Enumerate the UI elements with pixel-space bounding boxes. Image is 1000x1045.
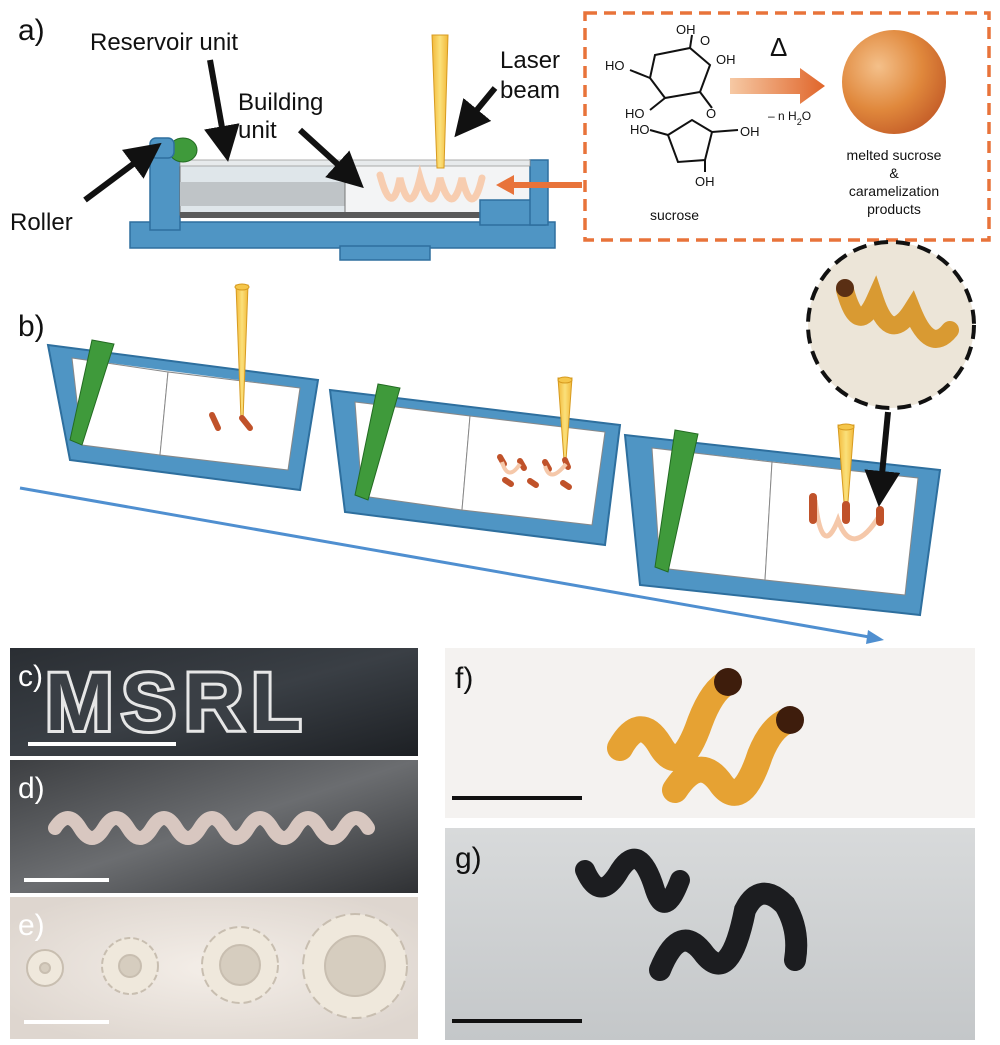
burnt-tip-2 (776, 706, 804, 734)
svg-text:products: products (867, 201, 921, 217)
panel-b: b) (18, 240, 976, 644)
building-unit-label-2: unit (238, 117, 277, 144)
panel-c-label: c) (18, 660, 43, 693)
panel-e: e) (10, 897, 418, 1039)
svg-text:OH: OH (676, 22, 696, 37)
svg-text:melted sucrose: melted sucrose (847, 147, 942, 163)
scale-bar-c (28, 742, 176, 746)
inset-arrow-head (496, 175, 514, 195)
burnt-tip-1 (714, 668, 742, 696)
svg-text:HO: HO (630, 122, 650, 137)
sucrose-labels: OH OH HO HO O O HO OH OH (605, 22, 760, 189)
reactant-label: sucrose (650, 207, 699, 223)
caramel-spring-1 (607, 669, 741, 772)
scale-bar-d (24, 878, 109, 882)
product-label: melted sucrose & caramelization products (847, 147, 942, 217)
timeline-arrow (19, 486, 876, 640)
panel-g-label: g) (455, 842, 482, 875)
scale-bar-f (452, 796, 582, 800)
svg-text:OH: OH (716, 52, 736, 67)
photo-g (445, 828, 975, 1040)
laser-beam-label-1: Laser (500, 47, 560, 74)
reservoir-unit-label: Reservoir unit (90, 29, 238, 56)
right-wall (529, 159, 549, 226)
svg-text:caramelization: caramelization (849, 183, 939, 199)
panel-g: g) (445, 828, 975, 1040)
printer-step-3 (623, 423, 942, 617)
panel-a: a) Reservoir unit Building unit Laser be… (10, 11, 991, 261)
svg-text:HO: HO (625, 106, 645, 121)
panel-a-label: a) (18, 14, 45, 47)
panel-f-label: f) (455, 662, 473, 695)
laser-beam-label-2: beam (500, 77, 560, 104)
reaction-arrow (730, 68, 825, 104)
svg-text:O: O (706, 106, 716, 121)
reaction-inset (583, 11, 991, 242)
printer-base (129, 221, 556, 249)
reservoir-arrow (204, 59, 240, 162)
left-wall (149, 149, 181, 231)
roller-arrow (83, 142, 162, 203)
panel-d: d) (10, 760, 418, 893)
printer-step-1 (46, 283, 320, 492)
caramel-spring-2 (662, 707, 803, 806)
svg-text:O: O (700, 33, 710, 48)
timeline-arrow-head (866, 630, 884, 644)
zoom-pointer-arrow (864, 411, 901, 507)
roller-label: Roller (10, 209, 73, 236)
sucrose-structure (629, 34, 739, 172)
printer-step-2 (328, 376, 622, 547)
printed-spiral-d (48, 811, 375, 845)
melted-sucrose-ball (842, 30, 946, 134)
panel-c: MSRL c) (10, 648, 418, 756)
svg-text:&: & (889, 165, 899, 181)
reservoir-powder (180, 182, 345, 206)
panel-d-label: d) (18, 772, 45, 805)
zoom-spring-burnt-end (836, 279, 854, 297)
carbonized-spring-2 (649, 882, 808, 981)
carbonized-spring-1 (575, 848, 690, 913)
roller-bracket (149, 137, 175, 159)
panel-b-label: b) (18, 310, 45, 343)
svg-text:HO: HO (605, 58, 625, 73)
printed-spring (376, 164, 486, 203)
scale-bar-g (452, 1019, 582, 1023)
laser-arrow (454, 86, 498, 138)
svg-text:OH: OH (695, 174, 715, 189)
svg-text:OH: OH (740, 124, 760, 139)
building-arrow (297, 127, 364, 189)
msrl-print: MSRL (45, 657, 309, 748)
printer-side-view (129, 34, 556, 261)
photo-f (445, 648, 975, 818)
printed-gears-e (26, 913, 408, 1019)
printer-foot (339, 245, 431, 261)
rail-bar (180, 212, 480, 218)
heat-symbol: Δ (770, 32, 787, 62)
panel-e-label: e) (18, 909, 45, 942)
water-loss-label: – n H2O (768, 109, 811, 127)
scale-bar-e (24, 1020, 109, 1024)
top-frame (179, 159, 531, 167)
photo-c (10, 648, 418, 756)
panel-f: f) (445, 648, 975, 818)
zoom-spring (836, 275, 959, 348)
building-unit-label-1: Building (238, 89, 323, 116)
laser-beam (431, 34, 449, 169)
